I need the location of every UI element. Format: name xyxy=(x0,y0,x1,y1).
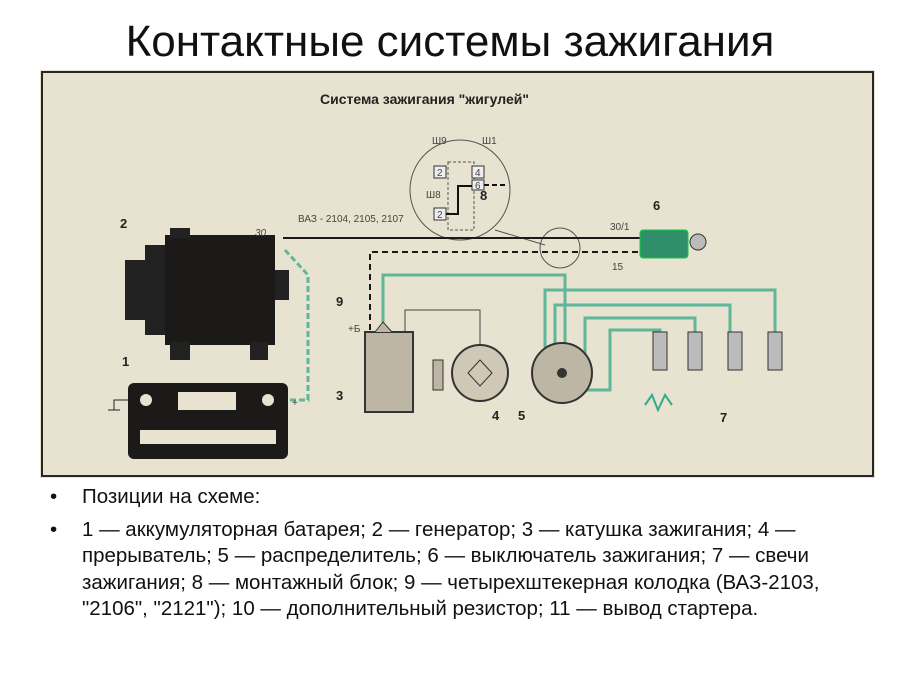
legend-list: Позиции на схеме: 1 — аккумуляторная бат… xyxy=(50,484,870,629)
svg-text:5: 5 xyxy=(518,408,525,423)
svg-text:4: 4 xyxy=(492,408,500,423)
models-label: ВАЗ - 2104, 2105, 2107 xyxy=(298,214,404,225)
ignition-coil xyxy=(364,321,414,413)
svg-text:Ш1: Ш1 xyxy=(482,136,497,147)
spark-plugs xyxy=(644,331,783,413)
svg-text:30/1: 30/1 xyxy=(610,222,630,233)
svg-text:Ш8: Ш8 xyxy=(426,190,441,201)
battery xyxy=(108,383,288,459)
breaker xyxy=(432,344,509,402)
legend-items: 1 — аккумуляторная батарея; 2 — генерато… xyxy=(50,517,870,623)
svg-text:2: 2 xyxy=(437,210,443,221)
svg-text:3: 3 xyxy=(336,388,343,403)
mounting-block-inset: Ш9 Ш1 Ш8 2 4 6 2 8 xyxy=(409,136,581,269)
svg-text:2: 2 xyxy=(437,168,443,179)
diagram-caption: Система зажигания "жигулей" xyxy=(320,91,529,107)
svg-text:30: 30 xyxy=(255,228,267,239)
ignition-switch xyxy=(639,229,707,259)
svg-text:7: 7 xyxy=(720,410,727,425)
svg-text:6: 6 xyxy=(475,181,481,192)
slide-title: Контактные системы зажигания xyxy=(125,17,775,66)
svg-text:6: 6 xyxy=(653,198,660,213)
ignition-system-diagram: Система зажигания "жигулей" Ш9 Ш1 Ш8 2 4… xyxy=(40,70,875,478)
svg-text:2: 2 xyxy=(120,216,127,231)
svg-text:+: + xyxy=(292,398,298,409)
svg-text:9: 9 xyxy=(336,294,343,309)
distributor xyxy=(531,342,593,404)
svg-text:1: 1 xyxy=(122,354,129,369)
legend-heading: Позиции на схеме: xyxy=(50,484,870,511)
svg-text:+Б: +Б xyxy=(348,324,361,335)
svg-text:8: 8 xyxy=(480,188,487,203)
generator xyxy=(125,228,289,360)
svg-text:Ш9: Ш9 xyxy=(432,136,447,147)
svg-text:15: 15 xyxy=(612,262,624,273)
svg-text:4: 4 xyxy=(475,168,481,179)
